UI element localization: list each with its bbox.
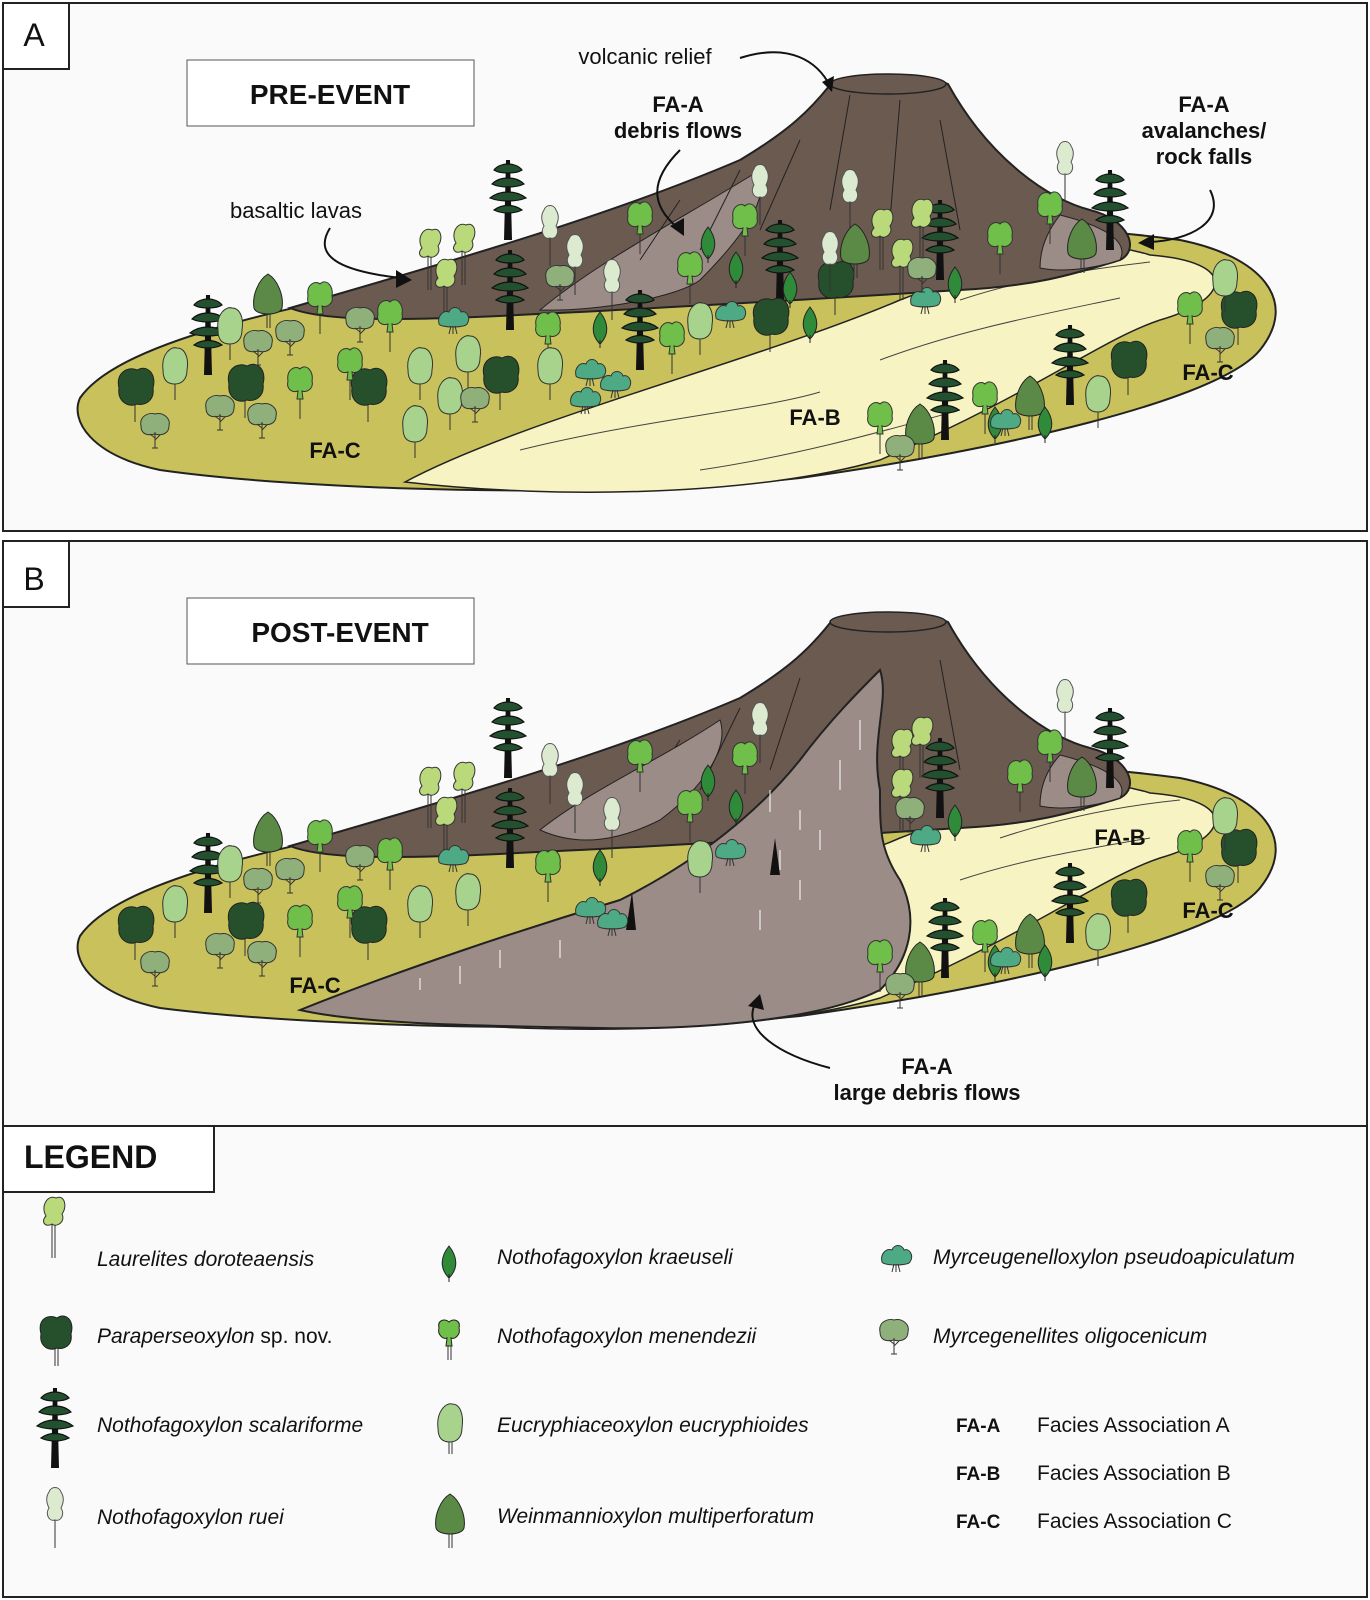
facies-code-c: FA-C [956,1512,1001,1533]
arrow-volcanic-relief [739,51,831,87]
label-large-flows-l1: FA-A [901,1054,952,1079]
label-fa-b-b: FA-B [1094,825,1145,850]
label-fa-c-right-a: FA-C [1182,360,1233,385]
large-debris-flow [296,668,912,1030]
panel-b-letter: B [23,561,44,597]
legend: LEGEND Laurelites doroteaensis Paraperse… [2,1125,1368,1598]
facies-name-b: Facies Association B [1037,1462,1231,1485]
panel-a: A PRE-EVENT [2,2,1368,532]
label-avalanches-l3: rock falls [1156,144,1253,169]
facies-code-b: FA-B [956,1464,1000,1485]
panel-a-title: PRE-EVENT [250,79,410,110]
label-debris-flows-l1: FA-A [652,92,703,117]
facies-name-c: Facies Association C [1037,1510,1232,1533]
buried-stumps [419,720,861,990]
legend-species-5: Nothofagoxylon kraeuseli [497,1246,734,1269]
label-avalanches-l2: avalanches/ [1142,118,1267,143]
label-basaltic-lavas: basaltic lavas [230,198,362,223]
legend-title: LEGEND [24,1139,157,1175]
legend-species-8: Weinmannioxylon multiperforatum [497,1505,814,1528]
label-debris-flows-l2: debris flows [614,118,742,143]
label-fa-c-left-b: FA-C [289,973,340,998]
arrow-debris-flows [656,149,681,229]
panel-a-letter: A [23,17,45,53]
arrow-large-flows [751,1001,831,1069]
legend-species-7: Eucryphiaceoxylon eucryphioides [497,1414,809,1437]
legend-species-6: Nothofagoxylon menendezii [497,1325,758,1348]
legend-species-3: Nothofagoxylon scalariforme [97,1414,363,1437]
facies-code-a: FA-A [956,1416,1001,1437]
panel-b-title: POST-EVENT [251,617,428,648]
label-fa-b-a: FA-B [789,405,840,430]
legend-species-9: Myrceugenelloxylon pseudoapiculatum [933,1246,1295,1269]
label-fa-c-right-b: FA-C [1182,898,1233,923]
legend-species-4: Nothofagoxylon ruei [97,1506,285,1529]
facies-name-a: Facies Association A [1037,1414,1230,1437]
label-fa-c-left-a: FA-C [309,438,360,463]
legend-species-10: Myrcegenellites oligocenicum [933,1325,1207,1348]
legend-species-2: Paraperseoxylon sp. nov. [97,1325,332,1348]
arrow-basaltic-lavas [323,227,401,279]
legend-species-1: Laurelites doroteaensis [97,1248,315,1271]
label-large-flows-l2: large debris flows [833,1080,1020,1105]
arrow-avalanches [1149,189,1215,243]
label-volcanic-relief: volcanic relief [578,44,712,69]
panel-b: B POST-EVENT [2,540,1368,1127]
label-avalanches-l1: FA-A [1178,92,1229,117]
